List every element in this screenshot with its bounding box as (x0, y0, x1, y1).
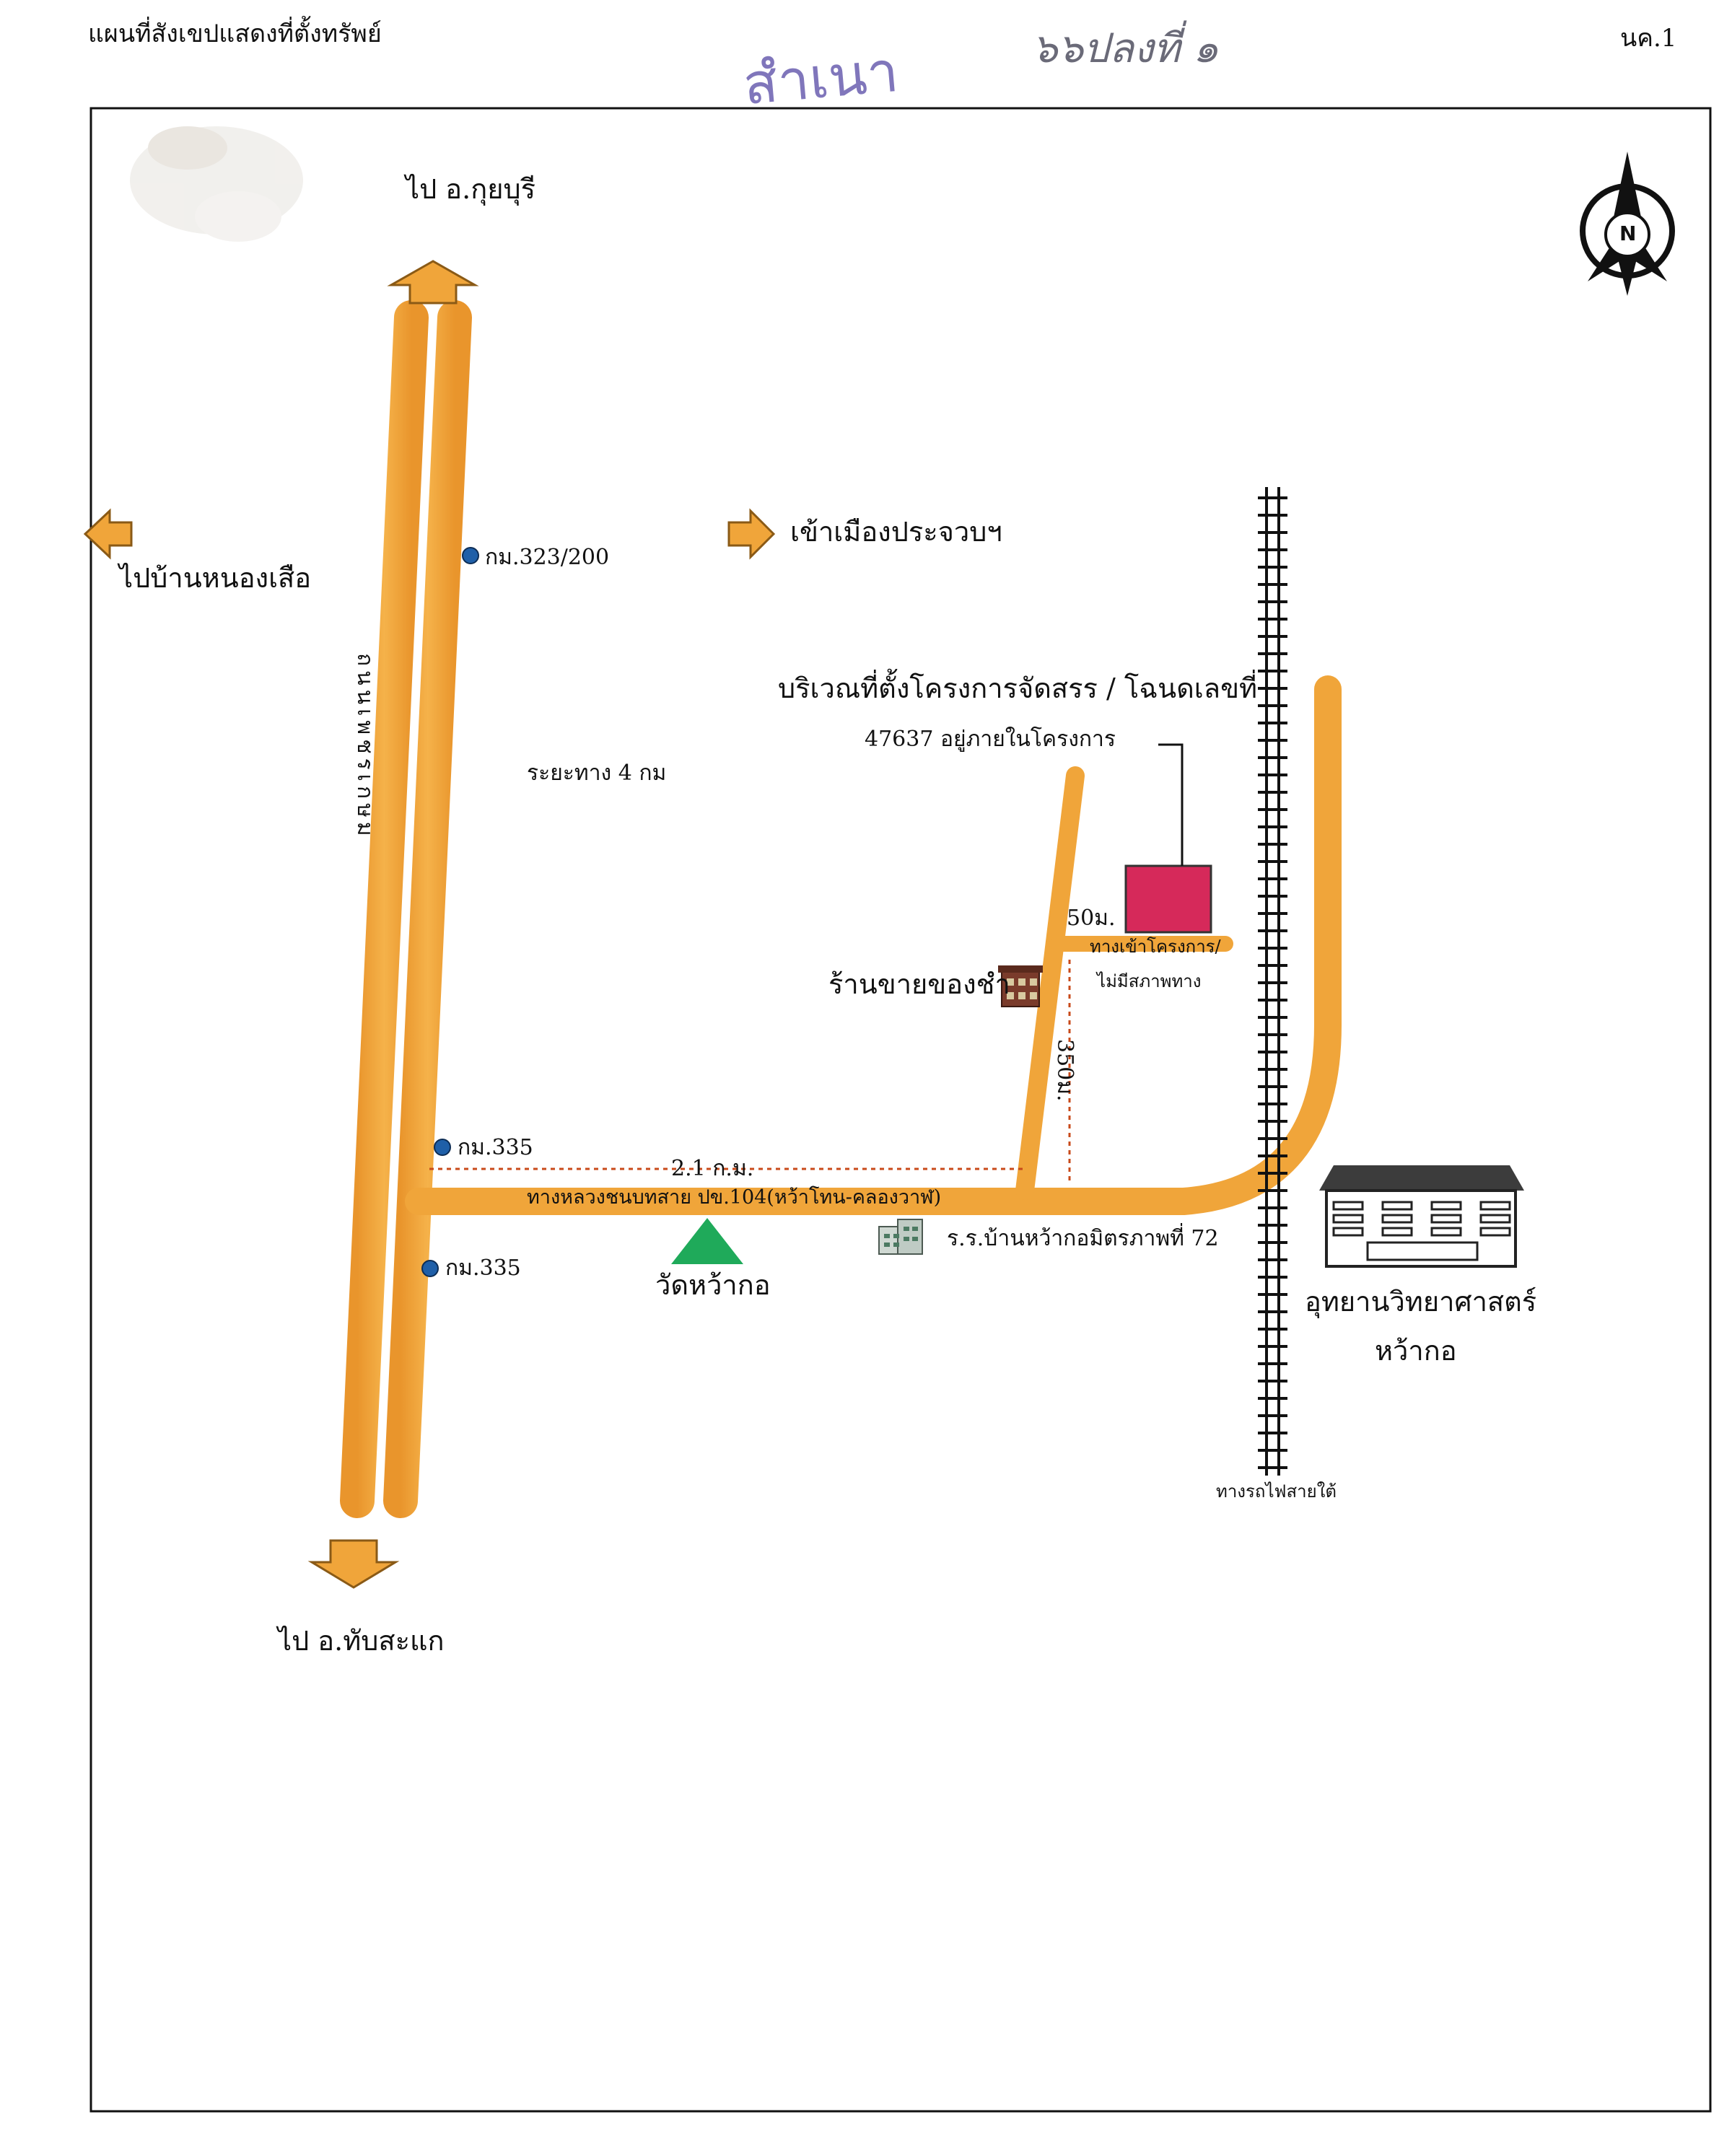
science-park-label-line1: อุทยานวิทยาศาสตร์ (1305, 1286, 1537, 1318)
shop-icon (998, 965, 1043, 1007)
local-road-name-label: ทางหลวงชนบทสาย ปข.104(หว้าโทน-คลองวาฬ) (527, 1186, 942, 1209)
building-window (1381, 1201, 1413, 1211)
building-window (1332, 1214, 1364, 1224)
entrance-road-label: ทางเข้าโครงการ/ (1090, 937, 1221, 957)
map-frame (89, 107, 1712, 2113)
document-code: นค.1 (1620, 24, 1677, 53)
direction-north-label: ไป อ.กุยบุรี (406, 173, 536, 205)
highway-name-label: ถนนเพชรเกษม (352, 653, 377, 841)
building-window (1332, 1227, 1364, 1237)
railway-label: ทางรถไฟสายใต้ (1216, 1481, 1337, 1502)
science-park-building-icon (1319, 1165, 1524, 1268)
school-label: ร.ร.บ้านหว้ากอมิตรภาพที่ 72 (947, 1226, 1219, 1251)
building-window (1430, 1201, 1462, 1211)
local-road-pk104 (405, 675, 1342, 1215)
building-window (1430, 1227, 1462, 1237)
km-marker-upper-label: กม.335 (458, 1135, 533, 1160)
feeder-distance-label: 350ม. (1052, 1039, 1077, 1102)
paper-smudge (130, 126, 303, 242)
building-window (1479, 1214, 1511, 1224)
project-label-line1: บริเวณที่ตั้งโครงการจัดสรร / โฉนดเลขที่ (778, 672, 1258, 704)
temple-icon (671, 1218, 743, 1264)
entrance-road-note: ไม่มีสภาพทาง (1097, 971, 1202, 991)
feeder-road (1015, 766, 1085, 1200)
project-plot (1124, 864, 1212, 934)
km-marker-upper (434, 1139, 451, 1156)
science-park-label-line2: หว้ากอ (1375, 1335, 1457, 1367)
direction-west-label: ไปบ้านหนองเสือ (119, 562, 312, 594)
building-window (1381, 1214, 1413, 1224)
local-road-distance-label: 2.1 ก.ม. (671, 1156, 754, 1181)
entrance-distance-label: 50ม. (1067, 906, 1116, 931)
arrow-south-icon (307, 1539, 400, 1589)
arrow-north-icon (387, 260, 479, 304)
km-marker-north (462, 547, 479, 564)
direction-east-label: เข้าเมืองประจวบฯ (790, 516, 1002, 548)
school-icon (878, 1219, 923, 1255)
building-window (1332, 1201, 1364, 1211)
handwritten-note: ๖๖ปลงที่ ๑ (1032, 25, 1219, 72)
temple-label: วัดหว้ากอ (655, 1269, 771, 1301)
total-distance-label: ระยะทาง 4 กม (527, 761, 667, 786)
distance-dashed-lines (429, 960, 1071, 1183)
shop-label: ร้านขายของชำ (828, 968, 1010, 1000)
railway-track (1258, 487, 1287, 1476)
arrow-east-icon (727, 508, 776, 560)
building-window (1381, 1227, 1413, 1237)
copy-stamp: สำเนา (740, 39, 901, 118)
building-window (1430, 1214, 1462, 1224)
project-leader-line (1158, 743, 1184, 866)
building-window (1479, 1201, 1511, 1211)
km-marker-north-label: กม.323/200 (485, 545, 610, 570)
highway-petchkasem (340, 300, 472, 1518)
arrow-west-icon (83, 508, 133, 560)
km-marker-lower (421, 1260, 439, 1277)
km-marker-lower-label: กม.335 (445, 1256, 521, 1281)
project-label-line2: 47637 อยู่ภายในโครงการ (865, 727, 1116, 752)
building-window (1479, 1227, 1511, 1237)
map-title: แผนที่สังเขปแสดงที่ตั้งทรัพย์ (88, 19, 382, 48)
compass-icon (1580, 152, 1675, 296)
direction-south-label: ไป อ.ทับสะแก (278, 1625, 445, 1657)
compass-north-letter: N (1619, 222, 1637, 245)
